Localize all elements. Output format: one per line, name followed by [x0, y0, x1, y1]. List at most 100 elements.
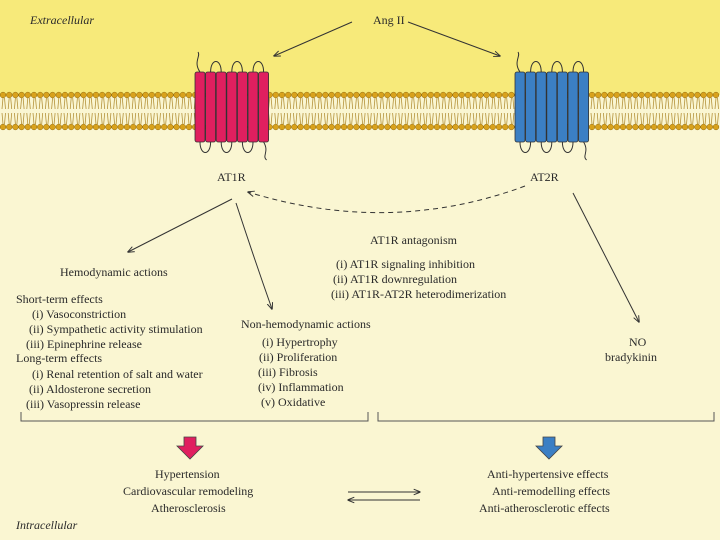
intracellular-loop — [561, 141, 574, 153]
lipid-tail — [283, 112, 285, 125]
lipid-head — [440, 91, 447, 99]
lipid-tail — [717, 97, 719, 110]
lipid-tail — [14, 112, 16, 125]
lipid-tail — [642, 97, 645, 110]
lipid-head — [396, 123, 403, 131]
lipid-head — [632, 91, 639, 99]
lipid-head — [154, 91, 162, 99]
lipid-head — [328, 91, 335, 99]
lipid-tail — [689, 112, 692, 125]
lipid-head — [322, 123, 329, 131]
lipid-head — [0, 91, 7, 99]
lipid-tail — [503, 112, 506, 125]
lipid-tail — [144, 112, 146, 125]
lipid-tail — [379, 97, 382, 110]
lipid-head — [409, 123, 416, 131]
lipid-tail — [187, 97, 190, 110]
lipid-tail — [171, 112, 174, 125]
lipid-tail — [448, 112, 450, 125]
lipid-tail — [144, 97, 146, 110]
lipid-head — [0, 123, 7, 131]
intracellular-region — [0, 95, 720, 540]
lipid-head — [371, 123, 379, 131]
lipid-tail — [400, 97, 403, 110]
lipid-tail — [134, 97, 137, 110]
lipid-tail — [512, 97, 515, 110]
lipid-tail — [677, 112, 680, 125]
lipid-tail — [444, 97, 447, 110]
transmembrane-helix — [567, 71, 579, 143]
lipid-tail — [82, 112, 84, 125]
lipid-tail — [503, 97, 506, 110]
lipid-head — [117, 91, 124, 99]
lipid-tail — [119, 97, 122, 110]
lipid-tail — [611, 112, 614, 125]
lipid-tail — [667, 97, 670, 110]
lipid-tail — [90, 97, 93, 110]
lipid-tail — [113, 97, 115, 110]
lipid-tail — [394, 112, 397, 125]
lipid-tail — [357, 112, 360, 125]
intracellular-loop — [540, 141, 553, 153]
lipid-tail — [630, 112, 633, 125]
lipid-head — [365, 123, 372, 131]
lipid-tail — [382, 112, 385, 125]
lipid-tail — [177, 112, 180, 125]
lipid-tail — [109, 97, 112, 110]
lipid-tail — [88, 97, 91, 110]
lipid-tail — [280, 112, 283, 125]
lipid-head — [669, 91, 676, 99]
lipid-head — [340, 91, 348, 99]
lipid-head — [278, 91, 286, 99]
lipid-tail — [702, 112, 704, 125]
lipid-head — [86, 123, 93, 131]
lipid-tail — [506, 97, 509, 110]
lipid-tail — [469, 112, 471, 125]
lipid-head — [347, 91, 354, 99]
lipid-tail — [115, 112, 118, 125]
lipid-tail — [342, 112, 345, 125]
lipid-head — [402, 91, 410, 99]
lipid-tail — [658, 97, 661, 110]
no-label: NO — [629, 335, 647, 349]
lipid-tail — [460, 112, 463, 125]
lipid-tail — [169, 97, 171, 110]
lipid-tail — [609, 112, 611, 125]
lipid-tail — [665, 112, 667, 125]
lipid-tail — [466, 112, 469, 125]
nonhemodynamic-item: (ii) Proliferation — [259, 350, 338, 364]
lipid-tail — [90, 112, 93, 125]
long-term-item: (ii) Aldosterone secretion — [29, 382, 151, 396]
lipid-head — [378, 123, 385, 131]
lipid-tail — [487, 112, 490, 125]
lipid-tail — [481, 112, 484, 125]
lipid-tail — [82, 97, 84, 110]
lipid-tail — [324, 97, 326, 110]
lipid-tail — [417, 97, 419, 110]
lipid-tail — [69, 112, 72, 125]
lipid-head — [340, 123, 348, 131]
lipid-tail — [10, 112, 13, 125]
lipid-tail — [4, 97, 6, 110]
lipid-head — [688, 123, 695, 131]
nonhemodynamic-title: Non-hemodynamic actions — [241, 317, 371, 331]
lipid-head — [613, 123, 620, 131]
lipid-tail — [404, 97, 407, 110]
lipid-head — [483, 123, 490, 131]
lipid-head — [390, 91, 397, 99]
n-terminus — [516, 51, 521, 73]
lipid-tail — [190, 97, 192, 110]
lipid-head — [390, 123, 397, 131]
lipid-head — [86, 91, 93, 99]
lipid-head — [421, 91, 428, 99]
lipid-head — [489, 123, 496, 131]
extracellular-loop — [530, 61, 542, 73]
short-term-item: (iii) Epinephrine release — [26, 337, 142, 351]
lipid-tail — [373, 112, 376, 125]
lipid-tail — [714, 97, 717, 110]
transmembrane-helix — [247, 71, 259, 143]
extracellular-loop — [231, 61, 243, 73]
lipid-head — [37, 91, 44, 99]
lipid-tail — [621, 112, 624, 125]
